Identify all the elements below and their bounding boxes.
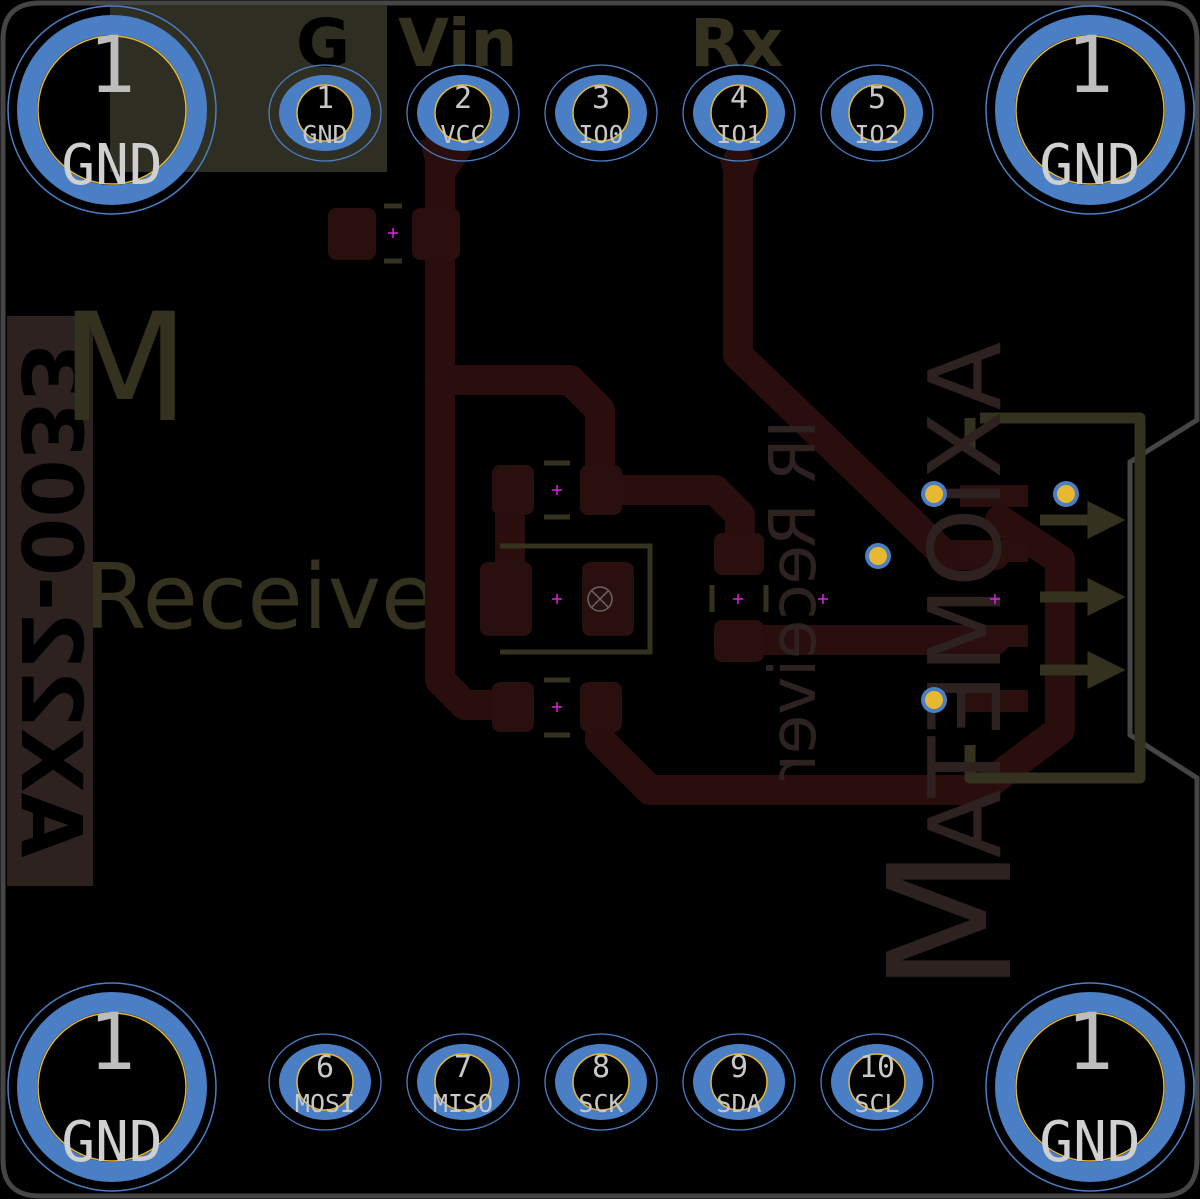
mounting-hole-top-left[interactable]: 1 GND xyxy=(7,5,217,215)
ir-receiver-label: IR Receiver xyxy=(757,420,831,781)
pin-net: IO2 xyxy=(854,120,899,149)
mounting-hole-bottom-left[interactable]: 1 GND xyxy=(7,982,217,1192)
pin-number: 2 xyxy=(454,81,472,116)
part-number-block xyxy=(7,316,93,886)
via xyxy=(865,543,891,569)
part-number-label: AX22-0033 xyxy=(2,342,100,857)
pin-number: 6 xyxy=(316,1050,334,1085)
silk-rx-label: Rx xyxy=(690,5,783,82)
silk-g-label: G xyxy=(296,5,350,82)
hole-net: GND xyxy=(1039,133,1140,198)
via xyxy=(921,687,947,713)
pin-number: 1 xyxy=(316,81,334,116)
pin-number: 8 xyxy=(592,1050,610,1085)
pin-net: GND xyxy=(302,120,347,149)
pin-net: SCL xyxy=(854,1089,899,1118)
hole-net: GND xyxy=(61,1110,162,1175)
pin-net: MISO xyxy=(433,1089,493,1118)
pin-number: 9 xyxy=(730,1050,748,1085)
pin-number: 4 xyxy=(730,81,748,116)
hole-net: GND xyxy=(1039,1110,1140,1175)
hole-net: GND xyxy=(61,133,162,198)
mounting-hole-bottom-right[interactable]: 1 GND xyxy=(985,982,1195,1192)
pin-number: 10 xyxy=(859,1050,895,1085)
pin-number: 3 xyxy=(592,81,610,116)
pin-net: SDA xyxy=(716,1089,761,1118)
via xyxy=(1053,481,1079,507)
pin-net: IO0 xyxy=(578,120,623,149)
via xyxy=(921,481,947,507)
hole-number: 1 xyxy=(1067,21,1114,111)
pin-net: IO1 xyxy=(716,120,761,149)
pin-net: VCC xyxy=(440,120,485,149)
pin-number: 7 xyxy=(454,1050,472,1085)
silk-receive-label: Receive xyxy=(84,545,436,650)
component-silk xyxy=(384,203,1146,784)
hole-number: 1 xyxy=(89,21,136,111)
hole-number: 1 xyxy=(89,998,136,1088)
vias xyxy=(865,481,1079,713)
logo-m-front: M xyxy=(60,282,189,456)
hole-number: 1 xyxy=(1067,998,1114,1088)
mounting-hole-top-right[interactable]: 1 GND xyxy=(985,5,1195,215)
pin-net: SCK xyxy=(578,1089,623,1118)
silk-vin-label: Vin xyxy=(398,5,518,82)
brand-label: AXIOMETA xyxy=(907,342,1024,858)
pin-number: 5 xyxy=(868,81,886,116)
pin-net: MOSI xyxy=(295,1089,355,1118)
logo-m-back: M xyxy=(853,847,1051,994)
smd-pads xyxy=(328,208,1028,732)
origin-markers xyxy=(388,228,1000,712)
